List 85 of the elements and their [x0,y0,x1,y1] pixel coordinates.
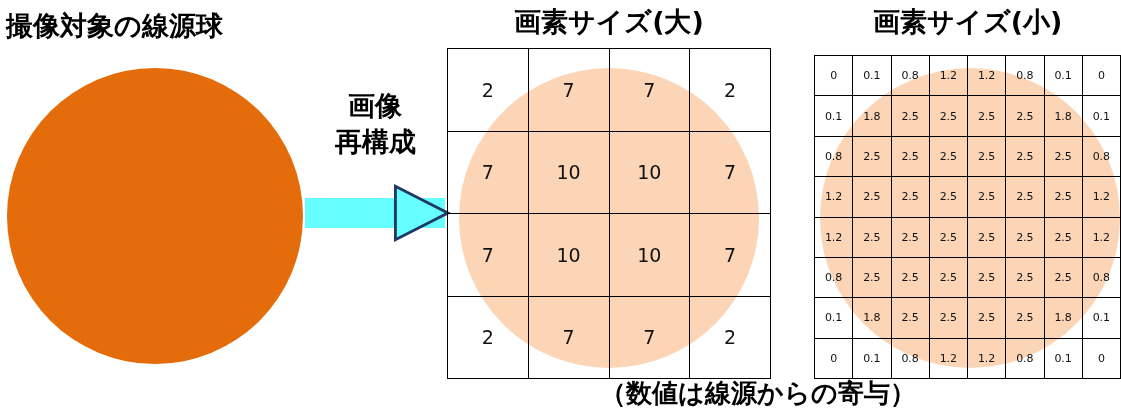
pixel-value-cell: 1.8 [1044,95,1083,137]
pixel-value-cell: 0 [814,55,853,96]
pixel-value-cell: 1.8 [852,297,891,339]
pixel-value-cell: 2.5 [891,136,930,177]
pixel-value-cell: 0.1 [852,55,891,96]
edge-label: 画像再構成 [333,89,417,159]
pixel-value-cell: 1.8 [852,95,891,137]
pixel-value-cell: 1.8 [1044,297,1083,339]
pixel-value-cell: 1.2 [929,338,968,379]
pixel-value-cell: 0.8 [1005,55,1044,96]
pixel-value-cell: 0 [1082,55,1121,96]
pixel-value-cell: 2.5 [852,217,891,258]
pixel-value-cell: 7 [609,48,690,131]
pixel-value-cell: 2.5 [1005,297,1044,339]
pixel-value-cell: 2.5 [1005,257,1044,298]
pixel-value-cell: 2.5 [1005,176,1044,217]
pixel-value-cell: 2.5 [1044,176,1083,217]
pixel-value-cell: 2.5 [1005,95,1044,137]
pixel-value-cell: 2 [689,296,771,379]
pixel-value-cell: 0.1 [814,95,853,137]
pixel-value-cell: 1.2 [1082,176,1121,217]
pixel-value-cell: 2.5 [1005,217,1044,258]
pixel-value-cell: 2.5 [891,217,930,258]
pixel-value-cell: 2 [447,296,529,379]
pixel-value-cell: 0.1 [1082,297,1121,339]
pixel-value-cell: 0.8 [1005,338,1044,379]
pixel-value-cell: 2.5 [891,95,930,137]
pixel-value-cell: 0.1 [814,297,853,339]
pixel-value-cell: 7 [528,296,609,379]
pixel-value-cell: 1.2 [814,217,853,258]
heading: 画素サイズ(大) [513,5,705,39]
pixel-value-cell: 2.5 [967,297,1006,339]
pixel-value-cell: 2.5 [891,297,930,339]
pixel-value-cell: 0 [814,338,853,379]
pixel-value-cell: 2.5 [967,136,1006,177]
pixel-value-cell: 2.5 [929,176,968,217]
pixel-value-cell: 2.5 [929,217,968,258]
pixel-value-cell: 7 [528,48,609,131]
pixel-value-cell: 1.2 [929,55,968,96]
pixel-value-cell: 10 [609,213,690,296]
pixel-value-cell: 2.5 [929,95,968,137]
pixel-value-cell: 7 [689,131,771,214]
pixel-value-cell: 0.1 [852,338,891,379]
pixel-value-cell: 0.8 [814,136,853,177]
pixel-value-cell: 7 [689,213,771,296]
pixel-value-cell: 0.1 [1044,55,1083,96]
pixel-value-cell: 7 [609,296,690,379]
pixel-value-cell: 0.8 [891,338,930,379]
pixel-value-cell: 2 [447,48,529,131]
pixel-value-cell: 10 [528,131,609,214]
pixel-value-cell: 0.8 [1082,136,1121,177]
pixel-value-cell: 2.5 [1044,217,1083,258]
pixel-value-cell: 7 [447,131,529,214]
pixel-value-cell: 2.5 [1005,136,1044,177]
pixel-value-cell: 2.5 [967,257,1006,298]
pixel-value-cell: 1.2 [967,55,1006,96]
pixel-value-cell: 2.5 [1044,136,1083,177]
pixel-value-cell: 0 [1082,338,1121,379]
heading: 撮像対象の線源球 [6,9,223,43]
heading: 画素サイズ(小) [871,5,1064,39]
pixel-value-cell: 2.5 [967,95,1006,137]
pixel-value-cell: 2.5 [967,217,1006,258]
pixel-value-cell: 10 [528,213,609,296]
pixel-value-cell: 2.5 [852,176,891,217]
pixel-value-cell: 10 [609,131,690,214]
pixel-value-cell: 2.5 [967,176,1006,217]
pixel-value-cell: 1.2 [814,176,853,217]
pixel-value-cell: 2.5 [852,257,891,298]
pixel-value-cell: 0.8 [891,55,930,96]
pixel-value-cell: 1.2 [1082,217,1121,258]
pixel-value-cell: 2.5 [929,297,968,339]
pixel-value-cell: 0.8 [1082,257,1121,298]
pixel-value-cell: 0.1 [1082,95,1121,137]
pixel-value-cell: 7 [447,213,529,296]
pixel-value-cell: 2.5 [852,136,891,177]
pixel-value-cell: 2.5 [929,136,968,177]
caption: （数値は線源からの寄与） [600,377,916,410]
pixel-value-cell: 2 [689,48,771,131]
pixel-value-cell: 2.5 [1044,257,1083,298]
pixel-value-cell: 0.1 [1044,338,1083,379]
pixel-value-cell: 1.2 [967,338,1006,379]
pixel-value-cell: 2.5 [891,257,930,298]
pixel-value-cell: 0.8 [814,257,853,298]
pixel-value-cell: 2.5 [891,176,930,217]
pixel-value-cell: 2.5 [929,257,968,298]
